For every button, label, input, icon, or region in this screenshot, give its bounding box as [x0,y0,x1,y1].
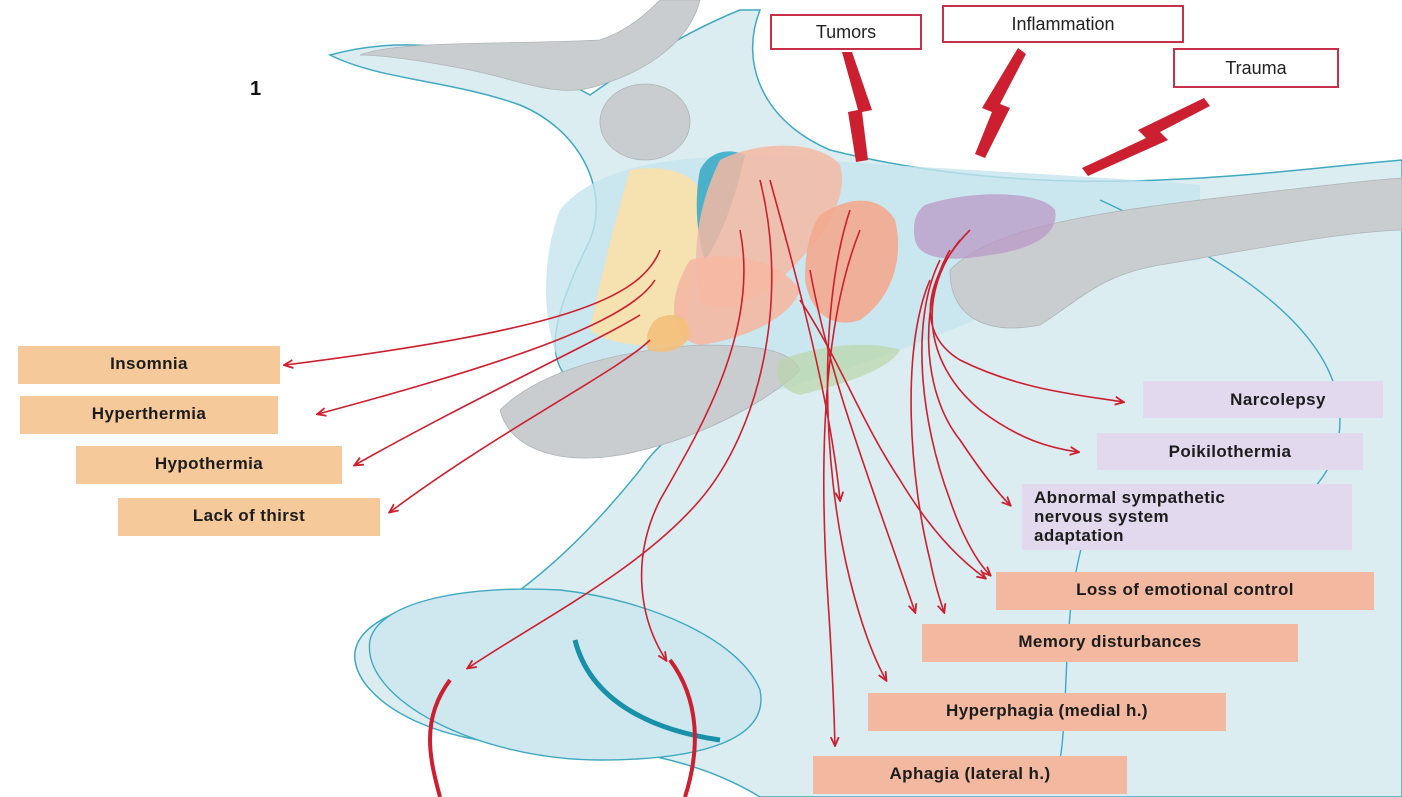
symptom-hyperphagia: Hyperphagia (medial h.) [868,693,1226,731]
bolt-inflammation [975,48,1026,158]
symptom-narcolepsy: Narcolepsy [1143,381,1383,418]
cause-tumors: Tumors [770,14,922,50]
symptom-poikilothermia: Poikilothermia [1097,433,1363,470]
symptom-abnormal-sympathetic: Abnormal sympathetic nervous system adap… [1022,484,1352,550]
symptom-memory-disturbances: Memory disturbances [922,624,1298,662]
bolt-trauma [1082,98,1210,176]
cause-inflammation: Inflammation [942,5,1184,43]
symptom-insomnia: Insomnia [18,346,280,384]
symptom-aphagia: Aphagia (lateral h.) [813,756,1127,794]
panel-number: 1 [250,78,261,101]
cause-trauma: Trauma [1173,48,1339,88]
symptom-loss-of-emotional-control: Loss of emotional control [996,572,1374,610]
cause-bolts [842,48,1210,176]
bolt-tumors [842,52,872,162]
symptom-hypothermia: Hypothermia [76,446,342,484]
symptom-lack-of-thirst: Lack of thirst [118,498,380,536]
symptom-hyperthermia: Hyperthermia [20,396,278,434]
